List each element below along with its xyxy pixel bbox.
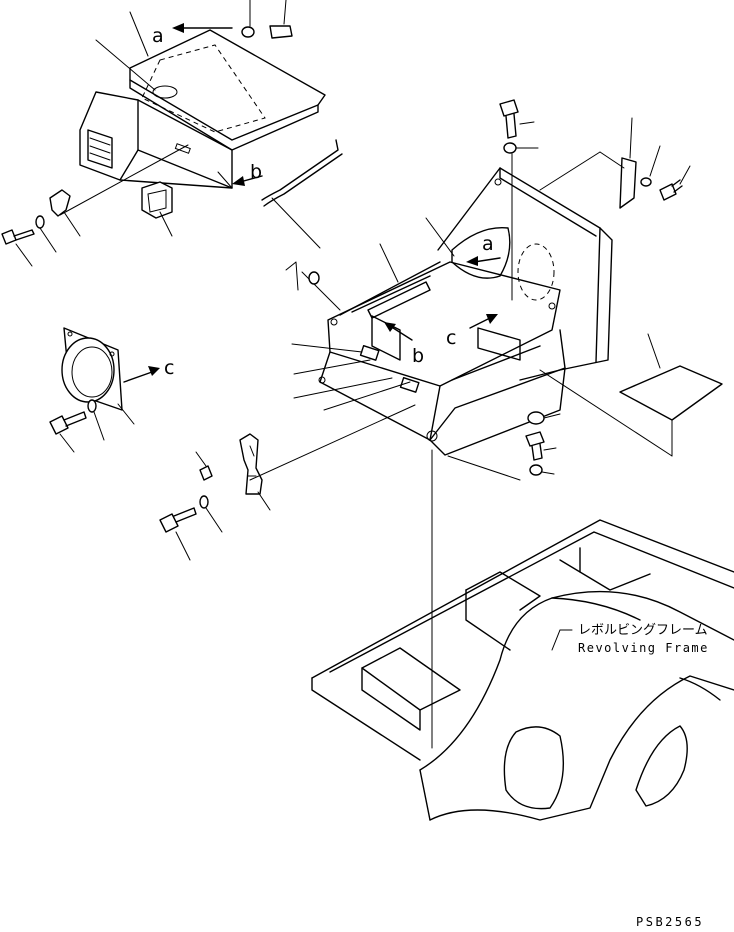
frame-caption-english: Revolving Frame (578, 641, 709, 655)
console-cover-assembly: a b (1, 0, 343, 267)
frame-caption-japanese: レボルビングフレーム (578, 623, 708, 638)
label-b: b (250, 161, 262, 183)
label-c: c (164, 357, 174, 379)
revolving-frame: レボルビングフレーム Revolving Frame (311, 519, 734, 821)
bracket-assembly (159, 404, 416, 561)
label-a-main: a (482, 233, 494, 255)
main-console-box: a b c (285, 167, 613, 749)
label-a: a (152, 25, 164, 47)
upper-right-fasteners (499, 99, 691, 301)
fan-plate-assembly: c (49, 327, 174, 453)
label-b-main: b (412, 345, 424, 367)
label-c-main: c (446, 327, 456, 349)
right-side-parts (447, 333, 723, 481)
drawing-code: PSB2565 (636, 915, 704, 929)
